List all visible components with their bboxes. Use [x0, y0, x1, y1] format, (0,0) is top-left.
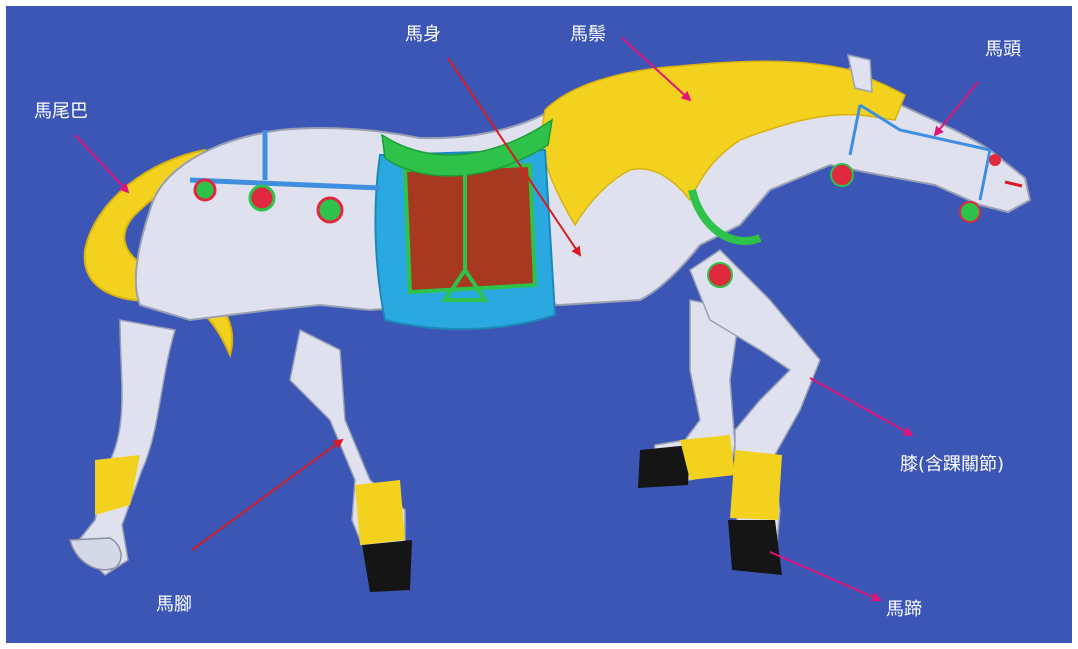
feather-hind-front	[355, 480, 405, 545]
hoof-fore-back	[638, 445, 690, 488]
label-mane: 馬鬃	[570, 23, 606, 45]
label-tail: 馬尾巴	[34, 101, 88, 122]
bead-bridle-3	[989, 154, 1001, 166]
label-head: 馬頭	[985, 39, 1021, 60]
bead-3	[318, 198, 342, 222]
bead-2	[250, 186, 274, 210]
feather-fore-front	[730, 450, 782, 520]
label-leg: 馬腳	[156, 594, 192, 615]
label-body: 馬身	[405, 24, 441, 45]
bead-bridle-2	[960, 202, 980, 222]
bead-collar	[708, 263, 732, 287]
hoof-fore-front	[728, 520, 782, 575]
hoof-hind-front	[362, 540, 412, 592]
background	[6, 6, 1072, 643]
saddle-seat	[405, 165, 535, 292]
label-knee: 膝(含踝關節)	[900, 454, 1004, 475]
bead-1	[195, 180, 215, 200]
label-hoof: 馬蹄	[886, 599, 922, 620]
bead-bridle-1	[831, 164, 853, 186]
